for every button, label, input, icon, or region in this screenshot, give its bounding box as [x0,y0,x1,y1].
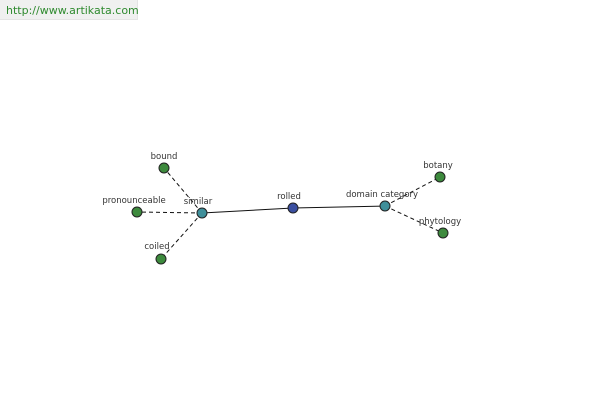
edge-domain-category-botany [384,176,441,207]
node-label-rolled[interactable]: rolled [277,192,301,202]
node-circle-domain-category[interactable] [379,200,391,212]
node-similar[interactable]: similar [184,197,213,219]
node-rolled[interactable]: rolled [277,192,301,214]
node-botany[interactable]: botany [423,161,453,183]
edge-domain-category-phytology [384,205,444,234]
url-bar: http://www.artikata.com [0,0,139,20]
node-label-domain-category[interactable]: domain category [346,190,418,200]
edge-rolled-domain-category [292,205,386,209]
node-circle-coiled[interactable] [155,253,167,265]
node-label-botany[interactable]: botany [423,161,453,171]
node-phytology[interactable]: phytology [419,217,461,239]
node-circle-bound[interactable] [158,162,170,174]
edge-rolled-similar [201,207,294,214]
node-circle-phytology[interactable] [437,227,449,239]
node-circle-similar[interactable] [196,207,208,219]
node-circle-pronounceable[interactable] [131,206,143,218]
node-coiled[interactable]: coiled [144,242,170,265]
node-pronounceable[interactable]: pronounceable [102,196,166,218]
node-circle-rolled[interactable] [287,202,299,214]
nodes-layer: rolled similar domain category bound pronoun… [102,152,461,265]
edge-similar-pronounceable [136,211,203,214]
node-label-similar[interactable]: similar [184,197,213,207]
node-label-bound[interactable]: bound [151,152,178,162]
node-domain-category[interactable]: domain category [346,190,418,212]
edge-similar-bound [163,167,203,214]
node-circle-botany[interactable] [434,171,446,183]
site-url-link[interactable]: http://www.artikata.com [6,4,139,17]
node-bound[interactable]: bound [151,152,178,174]
node-label-pronounceable[interactable]: pronounceable [102,196,165,206]
node-label-phytology[interactable]: phytology [419,217,461,227]
edges-layer [136,167,444,260]
edge-similar-coiled [160,212,203,260]
node-label-coiled[interactable]: coiled [144,242,169,252]
